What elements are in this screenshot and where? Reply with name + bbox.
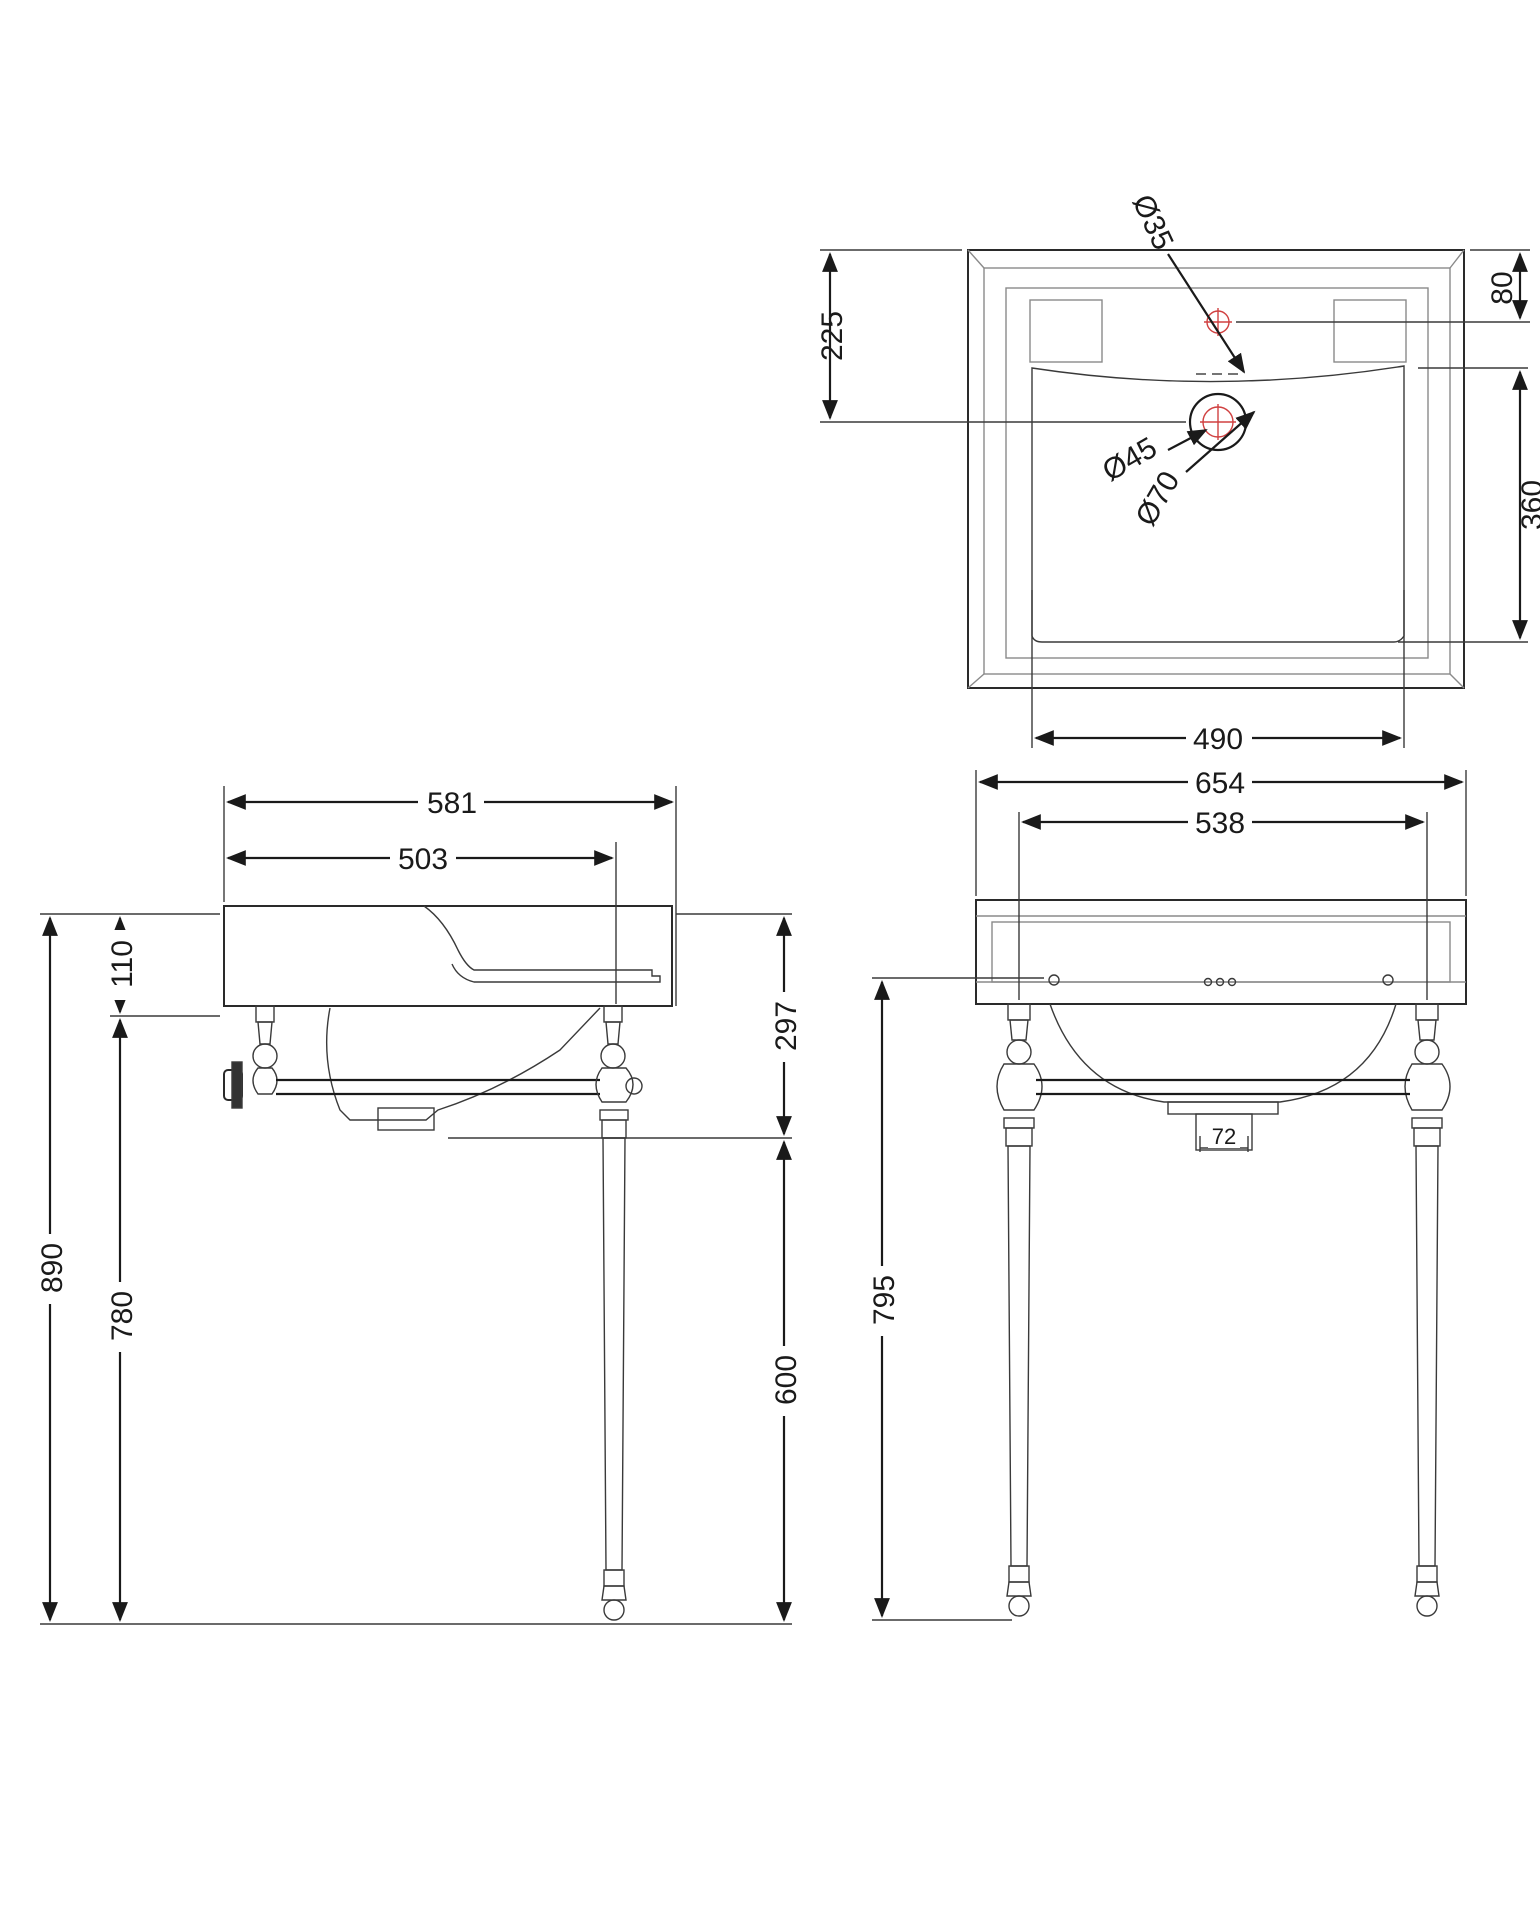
rim-height-label: 795 [868,1275,901,1325]
plan-bowl [1031,365,1405,643]
waste-small-leader [1167,429,1208,451]
front-overflow [1203,977,1237,987]
leg-depth-label: 503 [398,843,448,876]
plan-inner-rim [983,267,1451,675]
total-height-label: 890 [36,1243,69,1293]
front-right-leg [1404,1003,1451,1617]
back-margin-label: 80 [1486,271,1519,304]
bowl-width-label: 490 [1193,723,1243,756]
front-bowl-underside [1049,1003,1397,1103]
side-front-leg [595,1005,643,1621]
overall-depth-label: 581 [427,787,477,820]
tap-hole-leader [1167,253,1246,374]
side-bowl-underside [325,1007,601,1121]
bowl-depth-label: 360 [1516,480,1540,530]
tap-hole-diameter-label: Ø35 [1126,190,1180,255]
upper-height-label: 297 [770,1001,803,1051]
plan-view: Ø35 225 80 Ø45 Ø70 360 490 [816,190,1540,756]
plan-deck [1005,287,1429,659]
leg-spacing-label: 538 [1195,807,1245,840]
front-right-hole [1382,974,1394,986]
front-basin-body [975,899,1467,1005]
front-waste [1195,1113,1253,1151]
overall-width-label: 654 [1195,767,1245,800]
waste-large-leader [1185,410,1256,473]
side-view: 581 503 890 110 780 297 600 [36,784,803,1625]
plan-outer-rim [967,249,1465,689]
plan-corner-block-right [1333,299,1407,363]
waste-width-label: 72 [1212,1124,1236,1149]
front-left-hole [1048,974,1060,986]
side-waste-outlet [377,1107,435,1131]
side-bowl-profile [423,905,661,983]
front-left-leg [996,1003,1043,1617]
lower-height-label: 600 [770,1355,803,1405]
front-to-tap-label: 225 [816,311,849,361]
plan-corner-block-left [1029,299,1103,363]
front-view: 654 538 795 72 [868,764,1467,1621]
leg-height-label: 780 [106,1291,139,1341]
side-rear-bracket [223,1005,278,1109]
side-basin-body [223,905,673,1007]
basin-height-label: 110 [106,940,139,988]
